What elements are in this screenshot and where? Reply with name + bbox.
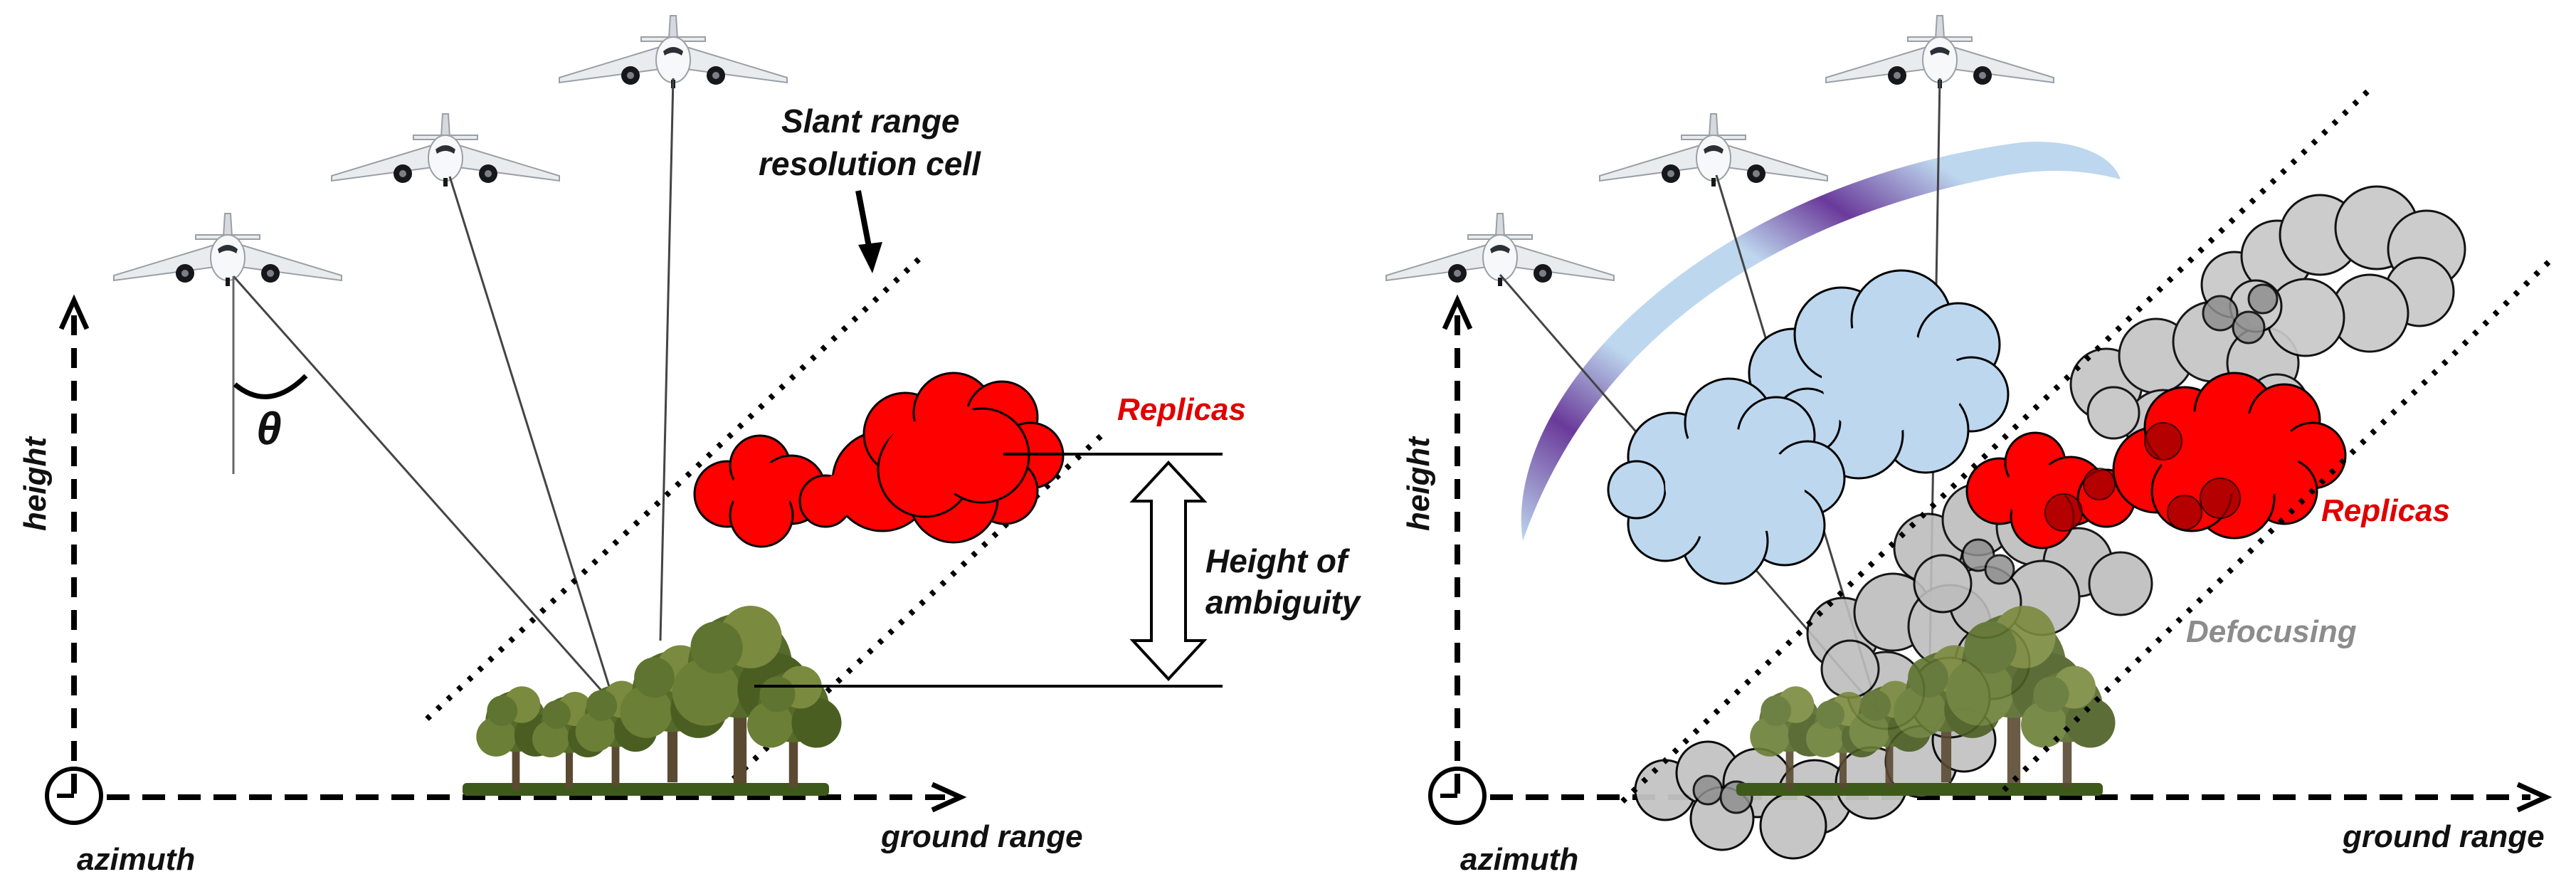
height-axis-right-arrowhead xyxy=(1442,294,1473,330)
slant-cell-label-line2: resolution cell xyxy=(759,145,981,182)
azimuth-axis-symbol xyxy=(45,767,103,825)
airplane-1 xyxy=(113,213,342,287)
azimuth-axis-label: azimuth xyxy=(77,842,195,877)
ground-range-axis-arrowhead xyxy=(931,782,967,813)
atmosphere-cloud-lower-core xyxy=(1665,427,1805,541)
slant-cell-label-line1: Slant range xyxy=(781,102,960,140)
defocus-cloud-mid xyxy=(1893,483,2153,639)
azimuth-axis-label-right: azimuth xyxy=(1460,842,1578,877)
right-panel: height azimuth ground range xyxy=(1385,15,2557,877)
ground-range-axis-label: ground range xyxy=(880,819,1083,854)
left-panel: height azimuth ground range θ Slant rang… xyxy=(18,15,1362,877)
incidence-angle-symbol: θ xyxy=(256,403,282,454)
ambiguity-double-arrow xyxy=(1129,461,1208,681)
defocusing-label: Defocusing xyxy=(2186,614,2357,649)
height-axis-label: height xyxy=(18,436,53,531)
atmosphere-cloud-upper-core xyxy=(1822,322,1964,436)
ionosphere-arc xyxy=(1521,142,2121,542)
azimuth-axis-symbol-right xyxy=(1428,767,1487,825)
forest xyxy=(476,606,842,790)
grass-strip xyxy=(463,783,829,796)
height-axis-arrowhead xyxy=(58,294,90,330)
ground-range-axis-label-right: ground range xyxy=(2342,819,2545,854)
ambiguity-label-line1: Height of xyxy=(1205,542,1351,579)
replica-cloud-core xyxy=(732,403,1025,521)
resolution-cell-upper-boundary-right xyxy=(1620,83,2376,804)
line-of-sight-3 xyxy=(659,78,675,641)
airplane-right-2 xyxy=(1599,113,1828,187)
slant-cell-pointer-arrowhead xyxy=(858,242,882,273)
line-of-sight-2 xyxy=(448,176,616,705)
airplane-2 xyxy=(331,113,560,187)
replicas-label-left: Replicas xyxy=(1117,392,1246,427)
ground-range-axis-right-arrowhead xyxy=(2516,782,2553,813)
replicas-label-right: Replicas xyxy=(2321,493,2450,528)
line-of-sight-1 xyxy=(232,275,609,698)
grass-strip-right xyxy=(1736,783,2103,796)
replica-cloud-right-overlaps xyxy=(2044,422,2241,532)
defocus-cloud-small-cluster xyxy=(1692,283,2279,814)
height-axis-label-right: height xyxy=(1401,436,1436,531)
airplane-right-3 xyxy=(1825,15,2054,89)
ambiguity-label-line2: ambiguity xyxy=(1205,584,1362,621)
incidence-angle-arc xyxy=(233,374,308,399)
airplane-3 xyxy=(559,15,788,89)
